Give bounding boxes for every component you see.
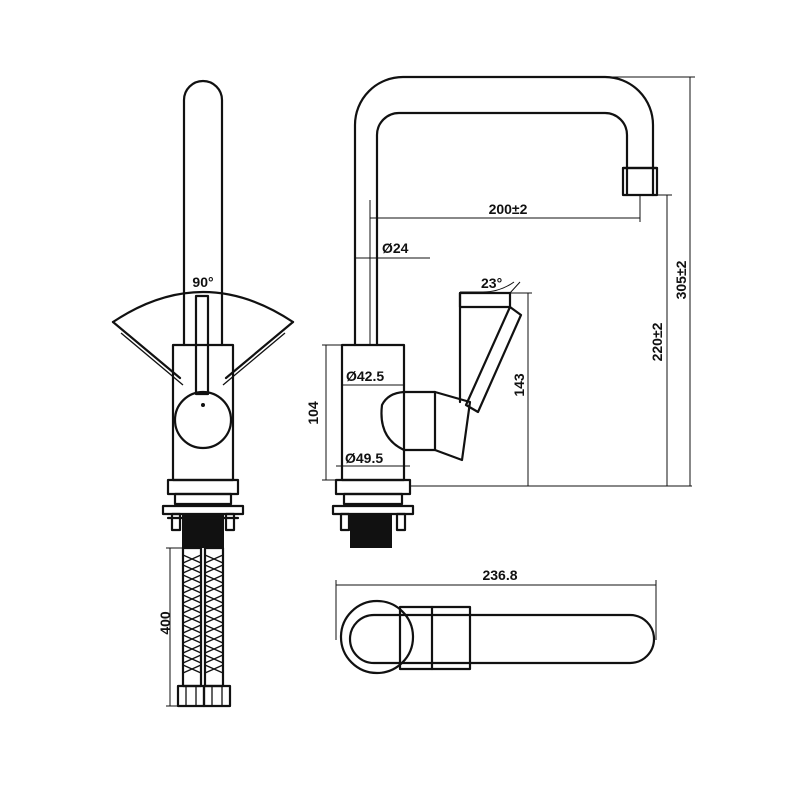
hose-left-nut — [176, 684, 206, 708]
top-base-circle — [339, 599, 415, 675]
body-diameter-label: Ø42.5 — [346, 368, 384, 384]
overall-height-label: 305±2 — [673, 260, 689, 299]
front-bolt-right — [224, 512, 236, 532]
braided-hoses — [176, 546, 232, 708]
side-handle-knob — [380, 390, 437, 452]
front-clamp-plate — [161, 504, 245, 516]
spout-reach-label: 200±2 — [489, 201, 528, 217]
front-cartridge-circle — [173, 390, 233, 450]
side-handle-cap — [433, 390, 472, 462]
top-spout-arm — [348, 613, 656, 665]
front-threaded-shank — [182, 514, 224, 548]
hose-right-braid — [204, 554, 224, 674]
handle-angle-label: 23° — [481, 275, 502, 291]
front-bolt-left — [170, 512, 182, 532]
hose-left-braid — [182, 554, 202, 674]
handle-lever-tilted — [464, 305, 523, 414]
swivel-left-edge — [111, 320, 182, 380]
side-washer — [342, 492, 404, 506]
handle-angle-tick — [509, 281, 521, 294]
side-clamp-plate — [331, 504, 415, 516]
front-view: 400 90° — [111, 79, 295, 708]
top-view: 236.8 — [335, 567, 657, 675]
swivel-right-edge — [224, 320, 295, 380]
top-length-label: 236.8 — [482, 567, 517, 583]
spout-height-label: 220±2 — [649, 322, 665, 361]
hose-right-nut — [202, 684, 232, 708]
front-cartridge-dot — [201, 403, 205, 407]
side-bolt-right — [395, 512, 407, 532]
pipe-diameter-label: Ø24 — [382, 240, 409, 256]
handle-height-label: 143 — [511, 373, 527, 397]
front-spout-pipe — [182, 79, 224, 347]
swivel-arc — [111, 291, 295, 324]
swivel-angle-label: 90° — [192, 274, 213, 290]
body-height-label: 104 — [305, 401, 321, 425]
handle-angle-arc — [460, 281, 515, 293]
side-bolt-left — [339, 512, 351, 532]
top-handle-block — [398, 605, 472, 671]
front-body — [171, 343, 235, 482]
side-base-plate — [334, 478, 412, 496]
handle-top — [458, 291, 512, 309]
hose-length-label: 400 — [157, 611, 173, 635]
side-view: 200±2 Ø24 Ø42.5 Ø49.5 23° 104 143 220±2 … — [305, 75, 695, 548]
side-threaded-shank — [350, 514, 392, 548]
front-washer — [173, 492, 233, 506]
spout-inner — [375, 111, 629, 347]
front-base-plate — [166, 478, 240, 496]
base-diameter-label: Ø49.5 — [345, 450, 383, 466]
spout-outer — [353, 75, 655, 347]
